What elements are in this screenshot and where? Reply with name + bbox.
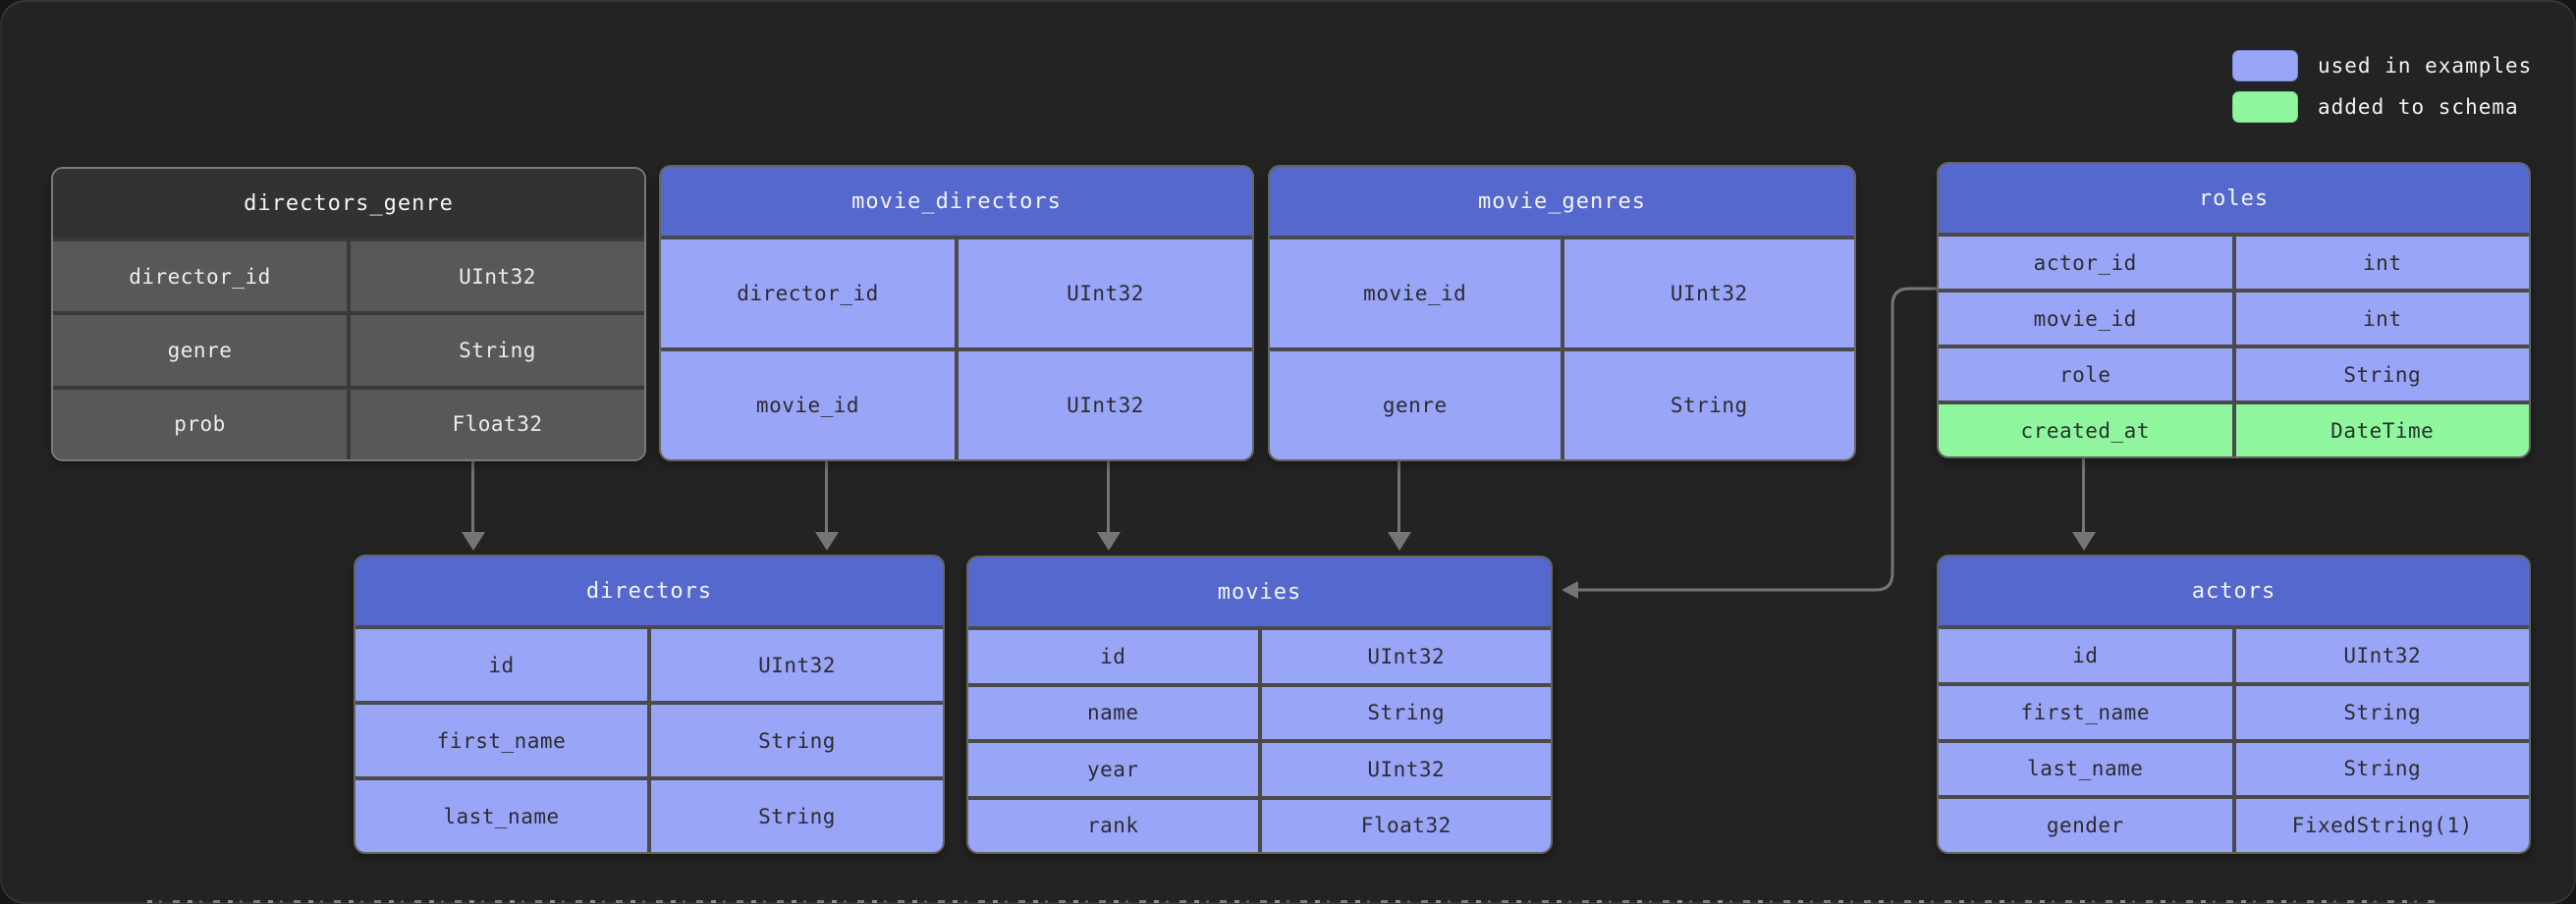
field-name: last_name <box>356 780 647 852</box>
field-name: rank <box>968 799 1258 852</box>
field-name: actor_id <box>1939 237 2232 289</box>
table-actors[interactable]: actors id UInt32 first_name String last_… <box>1937 555 2531 854</box>
field-name: movie_id <box>1270 239 1561 347</box>
table-header: movie_genres <box>1270 167 1854 236</box>
table-header: directors_genre <box>53 169 644 238</box>
field-type: String <box>647 705 943 776</box>
table-row-id: id UInt32 <box>968 626 1551 683</box>
table-row-first_name: first_name String <box>1939 681 2529 739</box>
legend-label: used in examples <box>2318 54 2533 78</box>
table-movie_genres[interactable]: movie_genres movie_id UInt32 genre Strin… <box>1268 165 1856 461</box>
table-row-last_name: last_name String <box>1939 738 2529 796</box>
field-name: id <box>1939 629 2232 682</box>
table-row-year: year UInt32 <box>968 739 1551 796</box>
table-row-genre: genre String <box>1270 347 1854 459</box>
table-directors[interactable]: directors id UInt32 first_name String la… <box>354 555 945 854</box>
field-name: role <box>1939 348 2232 400</box>
table-row-role: role String <box>1939 345 2529 400</box>
field-name: genre <box>53 315 347 386</box>
field-type: int <box>2231 237 2529 289</box>
field-name: genre <box>1270 351 1561 459</box>
field-type: UInt32 <box>1257 630 1551 683</box>
field-type: UInt32 <box>955 351 1252 459</box>
legend-label: added to schema <box>2318 95 2519 119</box>
field-name: first_name <box>1939 685 2232 739</box>
table-header: movie_directors <box>661 167 1252 236</box>
table-row-first_name: first_name String <box>356 701 943 776</box>
table-title: movies <box>1217 579 1302 605</box>
field-name: director_id <box>53 241 347 312</box>
table-row-director_id: director_id UInt32 <box>661 236 1252 347</box>
field-name: name <box>968 686 1258 739</box>
field-type: int <box>2231 292 2529 345</box>
legend-item-added-to-schema: added to schema <box>2232 91 2532 123</box>
field-type: DateTime <box>2231 404 2529 456</box>
table-title: movie_genres <box>1478 188 1646 214</box>
field-type: UInt32 <box>955 239 1252 347</box>
table-movies[interactable]: movies id UInt32 name String year UInt32… <box>966 556 1553 854</box>
table-row-movie_id: movie_id int <box>1939 289 2529 345</box>
table-row-movie_id: movie_id UInt32 <box>661 347 1252 459</box>
table-row-created_at-added: created_at DateTime <box>1939 400 2529 456</box>
field-name: gender <box>1939 799 2232 852</box>
table-row-genre: genre String <box>53 311 644 386</box>
table-header: movies <box>968 558 1551 626</box>
table-title: directors_genre <box>244 190 454 216</box>
field-type: UInt32 <box>1257 743 1551 796</box>
field-name: movie_id <box>661 351 955 459</box>
field-name: id <box>356 629 647 701</box>
table-directors_genre[interactable]: directors_genre director_id UInt32 genre… <box>51 167 646 461</box>
table-title: directors <box>585 578 713 604</box>
field-type: UInt32 <box>347 241 644 312</box>
field-name: movie_id <box>1939 292 2232 345</box>
table-title: roles <box>2198 186 2270 211</box>
field-type: String <box>647 780 943 852</box>
field-type: FixedString(1) <box>2231 799 2529 852</box>
field-name: director_id <box>661 239 955 347</box>
table-row-movie_id: movie_id UInt32 <box>1270 236 1854 347</box>
field-name: id <box>968 630 1258 683</box>
table-row-id: id UInt32 <box>356 625 943 701</box>
field-type: UInt32 <box>2231 629 2529 682</box>
field-name: created_at <box>1939 404 2232 456</box>
field-type: UInt32 <box>647 629 943 701</box>
field-type: String <box>2231 742 2529 796</box>
legend-swatch-blue <box>2232 50 2298 81</box>
table-title: movie_directors <box>851 188 1062 214</box>
table-row-director_id: director_id UInt32 <box>53 238 644 312</box>
table-header: roles <box>1939 164 2529 233</box>
table-row-id: id UInt32 <box>1939 625 2529 682</box>
field-type: String <box>2231 685 2529 739</box>
field-type: String <box>1257 686 1551 739</box>
field-type: Float32 <box>347 389 644 459</box>
legend-swatch-green <box>2232 91 2298 123</box>
legend: used in examples added to schema <box>2232 50 2533 123</box>
field-type: String <box>347 315 644 386</box>
field-type: String <box>1560 351 1854 459</box>
field-type: String <box>2231 348 2529 400</box>
field-name: first_name <box>356 705 647 776</box>
screenshot-bottom-artifact <box>147 900 2436 903</box>
table-row-prob: prob Float32 <box>53 385 644 459</box>
table-title: actors <box>2191 578 2276 604</box>
table-row-name: name String <box>968 682 1551 739</box>
field-name: year <box>968 743 1258 796</box>
table-row-last_name: last_name String <box>356 776 943 852</box>
table-row-gender: gender FixedString(1) <box>1939 795 2529 852</box>
table-movie_directors[interactable]: movie_directors director_id UInt32 movie… <box>659 165 1254 461</box>
table-roles[interactable]: roles actor_id int movie_id int role Str… <box>1937 162 2531 458</box>
table-header: actors <box>1939 557 2529 625</box>
field-name: prob <box>53 389 347 459</box>
field-type: Float32 <box>1257 799 1551 852</box>
field-type: UInt32 <box>1560 239 1854 347</box>
table-header: directors <box>356 557 943 625</box>
field-name: last_name <box>1939 742 2232 796</box>
legend-item-used-in-examples: used in examples <box>2232 50 2533 81</box>
table-row-rank: rank Float32 <box>968 795 1551 852</box>
table-row-actor_id: actor_id int <box>1939 233 2529 289</box>
